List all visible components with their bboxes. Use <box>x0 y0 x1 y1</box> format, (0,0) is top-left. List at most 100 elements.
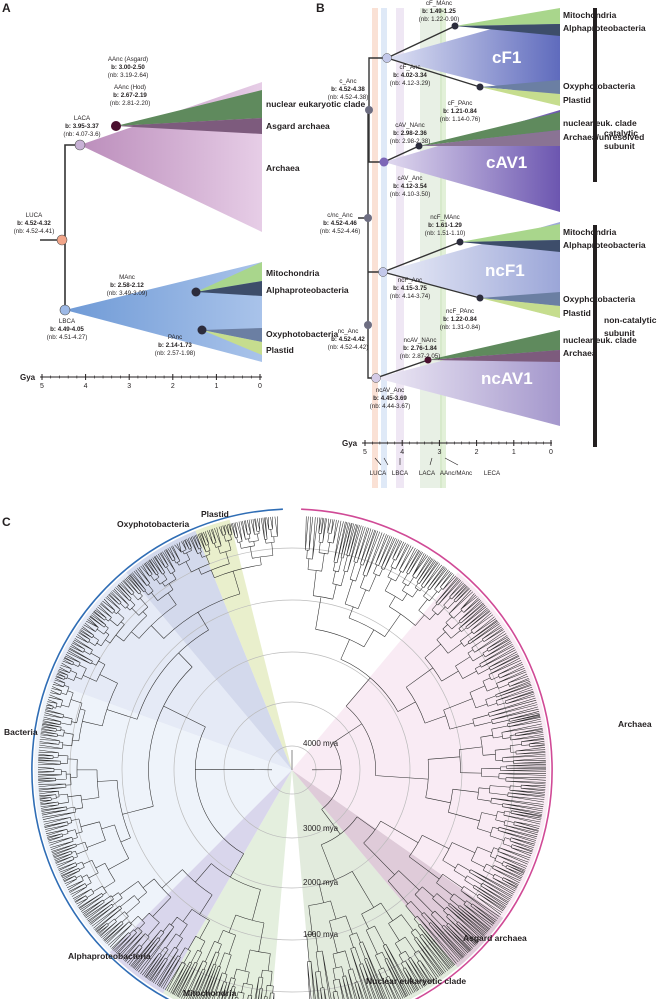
ncf-panc-node <box>476 294 484 302</box>
nc-anc-label: nc_Anc b: 4.52-4.42 (nb: 4.52-4.42) <box>328 328 369 351</box>
cav-anc-label: cAV_Anc b: 4.12-3.54 (nb: 4.10-3.50) <box>390 175 431 198</box>
clade-label-b: Archaea/unresolved <box>563 132 644 142</box>
svg-text:LACA: LACA <box>74 115 91 122</box>
svg-text:(nb: 4.52-4.38): (nb: 4.52-4.38) <box>328 94 369 101</box>
svg-text:b: 4.52-4.42: b: 4.52-4.42 <box>331 336 365 343</box>
group-label-archaea: Archaea <box>618 719 652 729</box>
clade-label-a: Oxyphotobacteria <box>266 329 339 339</box>
cav-nanc-label: cAV_NAnc b: 2.98-2.36 (nb: 2.98-2.38) <box>390 122 431 145</box>
svg-text:ncF_Anc: ncF_Anc <box>398 277 422 284</box>
time-ring <box>69 547 515 993</box>
noncatalytic-label: subunit <box>604 328 635 338</box>
cf1-subtree <box>387 10 560 102</box>
cav-nanc-node <box>415 142 423 150</box>
svg-text:b: 1.61-1.29: b: 1.61-1.29 <box>428 222 462 229</box>
clade-wedge <box>292 770 504 968</box>
cf-manc-node <box>451 22 459 30</box>
clade-label-b: Archaea <box>563 348 597 358</box>
clade-wedge <box>49 572 293 770</box>
svg-text:AAnc (Hod): AAnc (Hod) <box>114 84 146 91</box>
svg-text:(nb: 1.51-1.10): (nb: 1.51-1.10) <box>425 230 466 237</box>
clade-label-b: Mitochondria <box>563 10 617 20</box>
panel-b-label: B <box>316 1 325 15</box>
cf-panc-node <box>476 83 484 91</box>
clade-label-b: Plastid <box>563 308 591 318</box>
noncatalytic-label: non-catalytic <box>604 315 657 325</box>
clade-label-b: Alphaproteobacteria <box>563 23 646 33</box>
svg-text:cF_PAnc: cF_PAnc <box>448 100 473 107</box>
c-anc-label: c_Anc b: 4.52-4.38 (nb: 4.52-4.38) <box>328 78 369 101</box>
tree-lines-b <box>358 25 481 379</box>
aanc-node-a <box>111 121 121 131</box>
panel-c-label: C <box>2 515 11 529</box>
noncatalytic-bar <box>593 225 597 447</box>
svg-text:PAnc: PAnc <box>168 334 182 341</box>
svg-text:b: 3.00-2.50: b: 3.00-2.50 <box>111 64 145 71</box>
clade-wedge <box>195 519 292 770</box>
cf1-mito <box>455 8 560 26</box>
ring-label: 2000 mya <box>303 878 339 887</box>
svg-text:b: 2.67-2.19: b: 2.67-2.19 <box>113 92 147 99</box>
svg-text:b: 2.98-2.36: b: 2.98-2.36 <box>393 130 427 137</box>
tree-lines-a <box>40 144 80 310</box>
svg-text:b: 4.52-4.38: b: 4.52-4.38 <box>331 86 365 93</box>
cf1-oxy <box>480 80 560 94</box>
svg-text:cF_MAnc: cF_MAnc <box>426 0 452 7</box>
svg-text:ncAV_NAnc: ncAV_NAnc <box>404 337 437 344</box>
luca-label: LUCA b: 4.52-4.32 (nb: 4.52-4.41) <box>14 212 55 235</box>
axis-label-a: Gya <box>20 373 36 382</box>
subtree-label: ncF1 <box>485 261 525 280</box>
event-label: LBCA <box>392 470 409 477</box>
aanc-hod-label: AAnc (Hod) b: 2.67-2.19 (nb: 2.81-2.20) <box>110 84 151 107</box>
nc-anc-node <box>364 321 372 329</box>
svg-text:b: 4.49-4.05: b: 4.49-4.05 <box>50 326 84 333</box>
ncf-anc-label: ncF_Anc b: 4.15-3.75 (nb: 4.14-3.74) <box>390 277 431 300</box>
svg-text:b: 3.95-3.37: b: 3.95-3.37 <box>65 123 99 130</box>
laca-label: LACA b: 3.95-3.37 (nb: 4.07-3.6) <box>63 115 100 138</box>
group-label-oxy: Oxyphotobacteria <box>117 519 190 529</box>
clade-label-a: Asgard archaea <box>266 121 330 131</box>
time-ring <box>121 599 463 941</box>
clade-label-b: nuclear euk. clade <box>563 335 637 345</box>
clade-wedge <box>126 530 292 770</box>
ncf1-oxy <box>480 292 560 306</box>
cf-panc-label: cF_PAnc b: 1.21-0.84 (nb: 1.14-0.76) <box>440 100 481 123</box>
svg-text:(nb: 4.07-3.6): (nb: 4.07-3.6) <box>63 131 100 138</box>
c-anc-node <box>365 106 373 114</box>
svg-text:b: 4.45-3.69: b: 4.45-3.69 <box>373 395 407 402</box>
cav1-euk <box>419 112 560 146</box>
cav1-archaea <box>419 130 560 146</box>
tree-branches <box>37 516 547 999</box>
ncf1-mito <box>460 224 560 242</box>
euk-clade-a <box>116 90 262 126</box>
group-label-euk: Nuclear eukaryotic clade <box>366 976 466 986</box>
luca-node-a <box>56 234 68 246</box>
axis-tick-label: 1 <box>512 449 516 456</box>
axis-tick-label: 4 <box>400 449 404 456</box>
clade-label-a: nuclear eukaryotic clade <box>266 99 365 109</box>
ring-label: 3000 mya <box>303 824 339 833</box>
cnc-node <box>364 214 372 222</box>
event-markers: LUCA LBCA LACA AAnc/MAnc LECA <box>370 457 501 477</box>
svg-text:b: 4.15-3.75: b: 4.15-3.75 <box>393 285 427 292</box>
clade-label-b: Oxyphotobacteria <box>563 81 636 91</box>
lbca-band <box>381 8 387 488</box>
subtree-label: cAV1 <box>486 153 527 172</box>
manc-node-a <box>191 287 201 297</box>
ncf-anc-node <box>378 267 388 277</box>
svg-text:(nb: 4.51-4.27): (nb: 4.51-4.27) <box>47 334 88 341</box>
event-label: AAnc/MAnc <box>440 470 472 477</box>
clade-label-b: Plastid <box>563 95 591 105</box>
svg-text:ncF_PAnc: ncF_PAnc <box>446 308 474 315</box>
panel-a-label: A <box>2 1 11 15</box>
axis-tick-label: 5 <box>363 449 367 456</box>
catalytic-label: subunit <box>604 141 635 151</box>
mito-clade-a <box>196 262 262 292</box>
svg-text:(nb: 4.10-3.50): (nb: 4.10-3.50) <box>390 191 431 198</box>
svg-text:(nb: 2.81-2.20): (nb: 2.81-2.20) <box>110 100 151 107</box>
svg-text:ncAV_Anc: ncAV_Anc <box>376 387 404 394</box>
svg-text:ncF_MAnc: ncF_MAnc <box>430 214 460 221</box>
svg-text:(nb: 3.49-3.09): (nb: 3.49-3.09) <box>107 290 148 297</box>
